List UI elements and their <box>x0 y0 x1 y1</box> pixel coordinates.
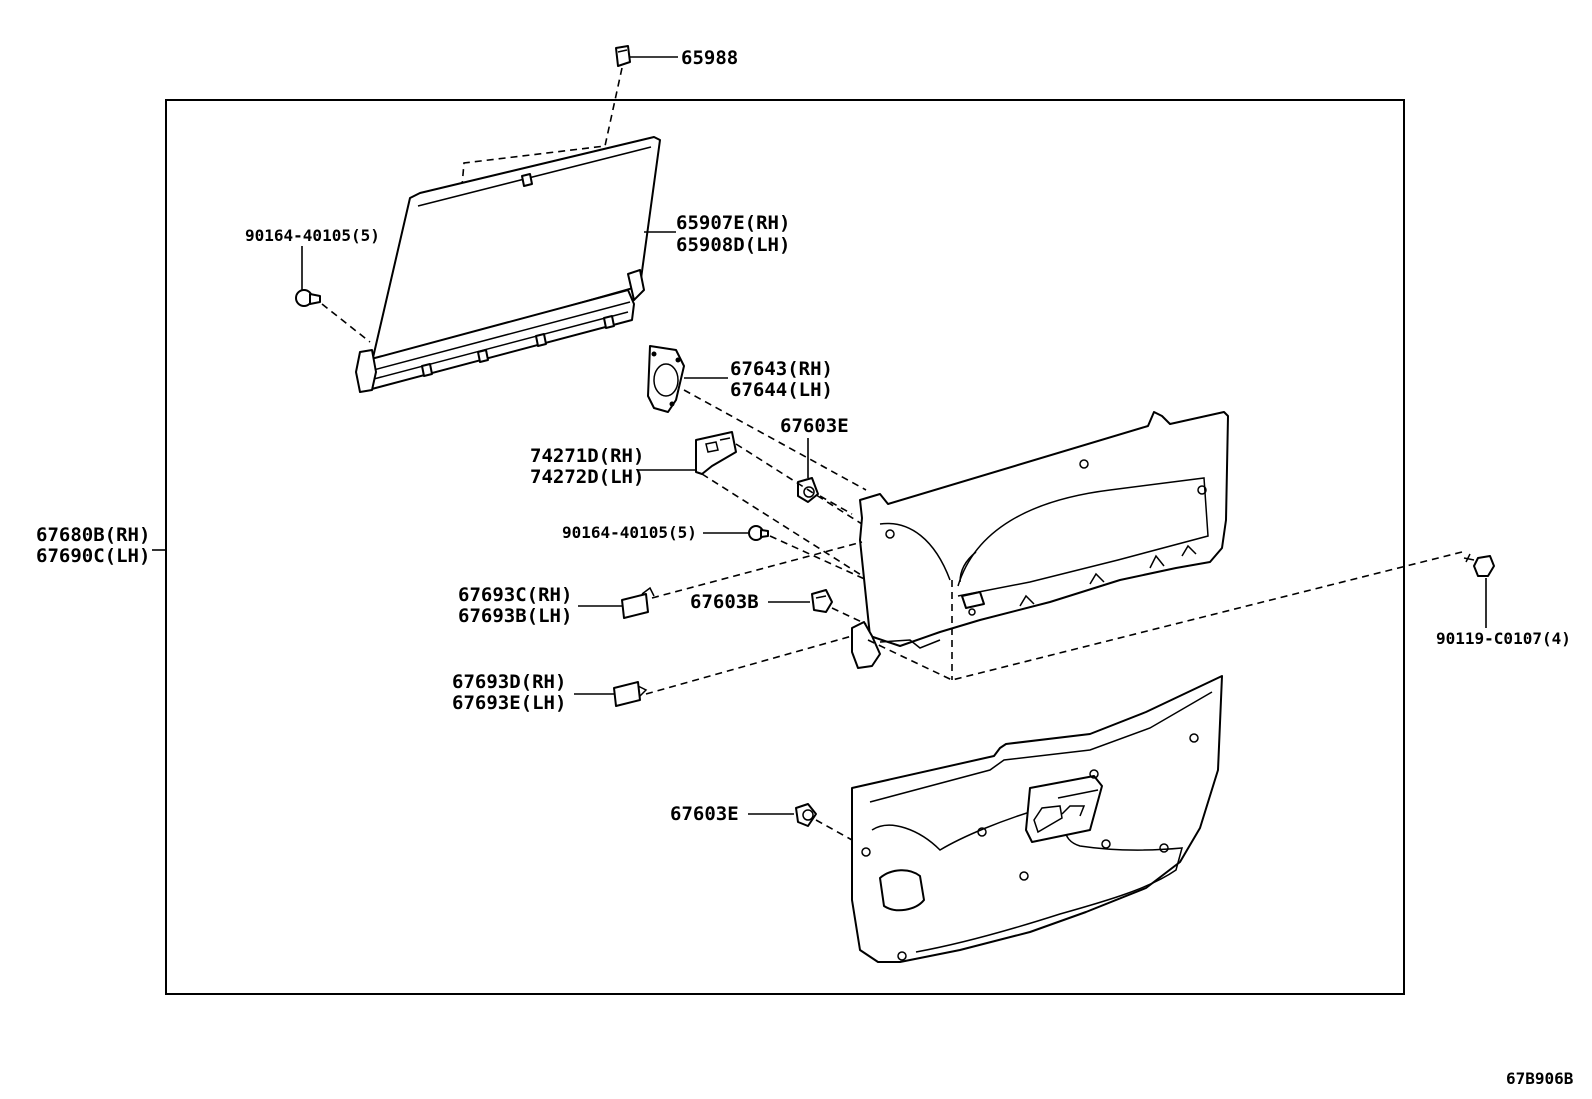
label-65908d[interactable]: 65908D(LH) <box>676 234 790 256</box>
tonneau-cover[interactable] <box>355 136 661 393</box>
label-67693e[interactable]: 67693E(LH) <box>452 692 566 714</box>
bracket-74271d[interactable] <box>695 431 737 475</box>
label-90164-top[interactable]: 90164-40105(5) <box>245 226 380 245</box>
label-74272d[interactable]: 74272D(LH) <box>530 466 644 488</box>
screw-90164-mid[interactable] <box>748 525 769 541</box>
screw-90164-top[interactable] <box>295 289 321 307</box>
clip-67693d[interactable] <box>613 681 648 707</box>
label-67603e-low[interactable]: 67603E <box>670 803 739 825</box>
speaker-bracket[interactable] <box>647 345 685 413</box>
label-67690c[interactable]: 67690C(LH) <box>36 545 150 567</box>
label-67693b[interactable]: 67693B(LH) <box>458 605 572 627</box>
label-65907e[interactable]: 65907E(RH) <box>676 212 790 234</box>
clip-67693c[interactable] <box>621 586 655 619</box>
label-67603e-mid[interactable]: 67603E <box>780 415 849 437</box>
label-67644[interactable]: 67644(LH) <box>730 379 833 401</box>
clip-67603e-mid[interactable] <box>797 477 819 503</box>
label-65988[interactable]: 65988 <box>681 47 738 69</box>
label-67693d[interactable]: 67693D(RH) <box>452 671 566 693</box>
label-67603b[interactable]: 67603B <box>690 591 759 613</box>
lower-trim-panel[interactable] <box>851 675 1223 963</box>
label-74271d[interactable]: 74271D(RH) <box>530 445 644 467</box>
upper-trim-panel[interactable] <box>851 411 1229 669</box>
label-67693c[interactable]: 67693C(RH) <box>458 584 572 606</box>
label-90119[interactable]: 90119-C0107(4) <box>1436 629 1571 648</box>
clip-65988[interactable] <box>615 45 631 67</box>
clip-67603b[interactable] <box>811 589 833 613</box>
diagram-code: 67B906B <box>1506 1069 1574 1088</box>
clip-67603e-low[interactable] <box>795 803 817 827</box>
label-90164-mid[interactable]: 90164-40105(5) <box>562 523 697 542</box>
label-67680b[interactable]: 67680B(RH) <box>36 524 150 546</box>
assembly-frame <box>165 99 1405 995</box>
bolt-90119[interactable] <box>1463 553 1495 577</box>
label-67643[interactable]: 67643(RH) <box>730 358 833 380</box>
